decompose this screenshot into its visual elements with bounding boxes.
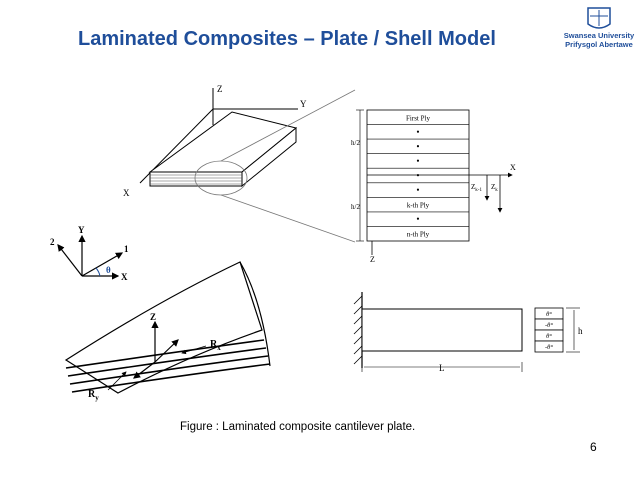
ply-row-label: n-th Ply bbox=[407, 231, 430, 239]
cantilever-height-label: h bbox=[578, 326, 583, 336]
ply-stack-figure: First Ply•••••k-th Ply•n-th Ply h/2 h/2 … bbox=[351, 109, 516, 264]
ply-row-label: • bbox=[416, 214, 419, 224]
plate-axis-y-label: Y bbox=[300, 99, 307, 109]
shell-axis-y-label: Y bbox=[78, 225, 85, 235]
plate-axis-x-label: X bbox=[123, 188, 130, 198]
ply-angle-label: -θ° bbox=[545, 344, 553, 351]
shell-ry-label: Ry bbox=[88, 389, 99, 402]
cantilever-figure: L θ° -θ° θ° -θ° h bbox=[353, 292, 583, 373]
logo-line-1: Swansea University bbox=[563, 31, 635, 40]
shell-dir-2-label: 2 bbox=[50, 237, 55, 247]
ply-angle-cell bbox=[534, 340, 564, 353]
ply-axis-x-label: X bbox=[510, 163, 516, 172]
ply-row-label: • bbox=[416, 171, 419, 181]
ply-z-k-minus-1-label: Zk-1 bbox=[471, 183, 482, 193]
ply-z-k-label: Zk bbox=[491, 183, 498, 193]
cantilever-length-label: L bbox=[439, 363, 445, 373]
shell-dir-1-label: 1 bbox=[124, 244, 129, 254]
ply-row-label: • bbox=[416, 141, 419, 151]
ply-row-label: • bbox=[416, 156, 419, 166]
ply-row-label: • bbox=[416, 185, 419, 195]
ply-axis-z-label: Z bbox=[370, 255, 375, 264]
ply-row-label: k-th Ply bbox=[407, 202, 430, 210]
plate-axis-z-label: Z bbox=[217, 84, 223, 94]
shell-figure: Y X 1 2 θ Z Rx Ry bbox=[50, 225, 271, 402]
shell-axis-z-label: Z bbox=[150, 312, 156, 322]
ply-angle-label: θ° bbox=[546, 333, 552, 340]
plate-figure: Z Y X bbox=[123, 84, 356, 243]
page-number: 6 bbox=[590, 440, 597, 454]
ply-half-thickness-bottom: h/2 bbox=[351, 203, 360, 211]
university-crest-icon bbox=[587, 7, 611, 29]
shell-rx-label: Rx bbox=[210, 339, 221, 352]
logo-line-2: Prifysgol Abertawe bbox=[565, 40, 633, 49]
ply-row-label: First Ply bbox=[406, 114, 430, 122]
ply-half-thickness-top: h/2 bbox=[351, 139, 360, 147]
figure-caption: Figure : Laminated composite cantilever … bbox=[180, 421, 416, 433]
ply-row-label: • bbox=[416, 127, 419, 137]
ply-angle-label: -θ° bbox=[545, 322, 553, 329]
ply-angle-label: θ° bbox=[546, 311, 552, 318]
shell-axis-x-label: X bbox=[121, 272, 128, 282]
slide-title: Laminated Composites – Plate / Shell Mod… bbox=[78, 28, 496, 50]
shell-theta-label: θ bbox=[106, 265, 111, 275]
